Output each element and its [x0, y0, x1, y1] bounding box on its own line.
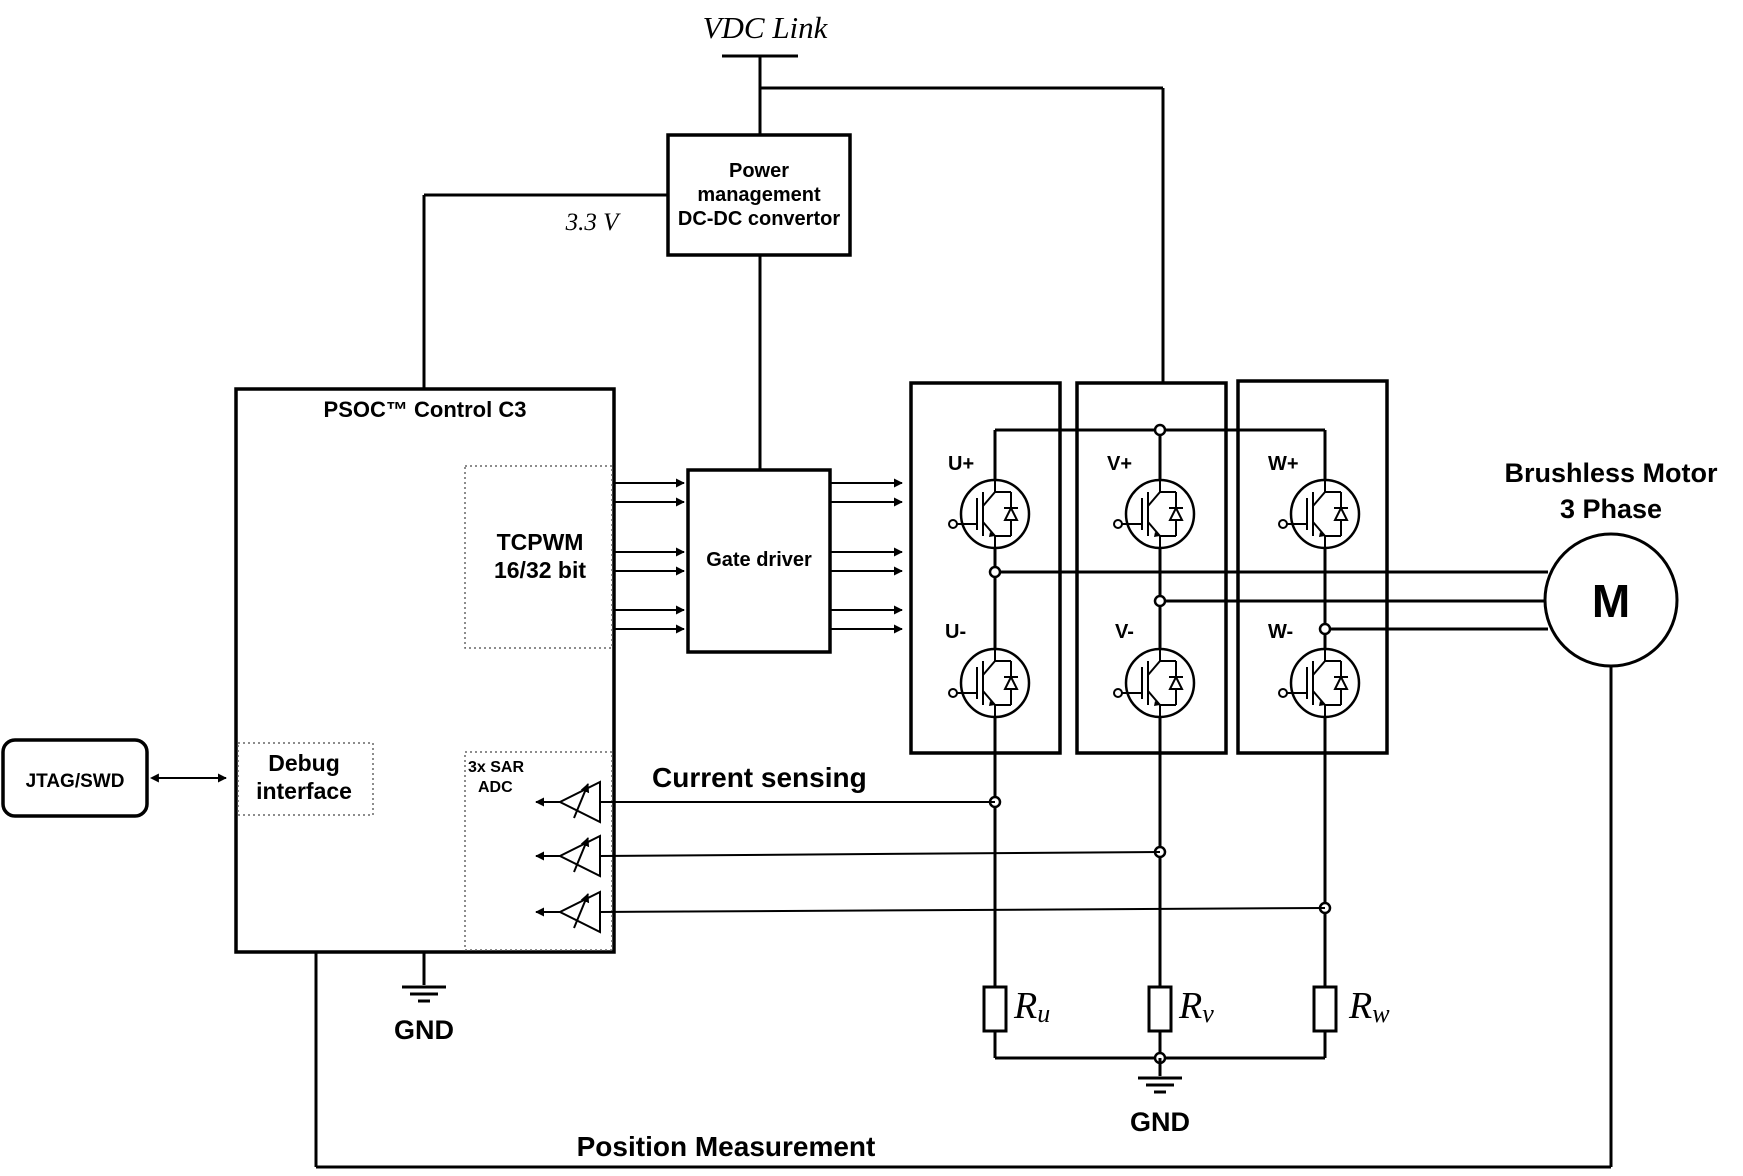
position-measurement-wire	[314, 666, 1613, 1169]
phase-output-wires	[995, 570, 1548, 631]
resistor-v-label: Rv	[1178, 985, 1214, 1028]
current-sensing-label: Current sensing	[652, 762, 867, 793]
debug-interface-block	[237, 742, 374, 816]
switch-w-minus-label: W-	[1268, 621, 1293, 643]
tcpwm-label-line1: TCPWM	[497, 529, 584, 555]
power-mgmt-label-line2: management	[697, 184, 821, 206]
resistor-w-label: Rw	[1348, 985, 1390, 1028]
psoc-controller-box	[234, 387, 616, 954]
shunt-resistor-w	[1312, 985, 1338, 1033]
power-gnd-label: GND	[1130, 1107, 1190, 1137]
gate-driver-label: Gate driver	[706, 549, 812, 571]
tcpwm-label-line2: 16/32 bit	[494, 557, 586, 583]
power-mgmt-label-line1: Power	[729, 160, 789, 182]
resistor-u-label: Ru	[1013, 985, 1050, 1028]
switch-w-plus-label: W+	[1268, 453, 1299, 475]
motor-symbol-label: M	[1592, 575, 1630, 627]
debug-label-line2: interface	[256, 778, 352, 804]
psoc-ground-symbol	[400, 985, 448, 1003]
shunt-resistor-u	[982, 985, 1008, 1033]
jtag-swd-box	[1, 738, 149, 818]
power-mgmt-label-line3: DC-DC convertor	[678, 208, 840, 230]
voltage-3v3-label: 3.3 V	[565, 209, 622, 236]
vdc-link-label: VDC Link	[703, 10, 829, 45]
sar-adc-label-line1: 3x SAR	[468, 759, 524, 776]
jtag-swd-label: JTAG/SWD	[26, 771, 125, 792]
power-ground-symbol	[1136, 1076, 1184, 1094]
pwm-signal-arrows	[614, 478, 685, 634]
motor-title-line1: Brushless Motor	[1504, 458, 1718, 488]
shunt-resistor-v	[1147, 985, 1173, 1033]
vdc-link-rail	[722, 54, 1165, 430]
psoc-label: PSOC™ Control C3	[324, 397, 527, 422]
switch-v-plus-label: V+	[1107, 453, 1132, 475]
current-sensing-wires	[599, 801, 1326, 913]
switch-v-minus-label: V-	[1115, 621, 1134, 643]
position-measurement-label: Position Measurement	[577, 1131, 876, 1162]
power-management-box	[666, 133, 852, 257]
gate-driver-box	[686, 468, 832, 654]
psoc-gnd-label: GND	[394, 1015, 454, 1045]
supply-3v3-wire	[422, 193, 762, 470]
debug-label-line1: Debug	[268, 750, 340, 776]
tcpwm-block	[464, 465, 613, 649]
switch-u-plus-label: U+	[948, 453, 974, 475]
switch-u-minus-label: U-	[945, 621, 966, 643]
sar-adc-label-line2: ADC	[478, 779, 513, 796]
sar-adc-block	[464, 751, 613, 951]
motor-title-line2: 3 Phase	[1560, 494, 1662, 524]
adc-input-arrows	[535, 797, 560, 917]
gate-signal-arrows	[830, 478, 903, 634]
